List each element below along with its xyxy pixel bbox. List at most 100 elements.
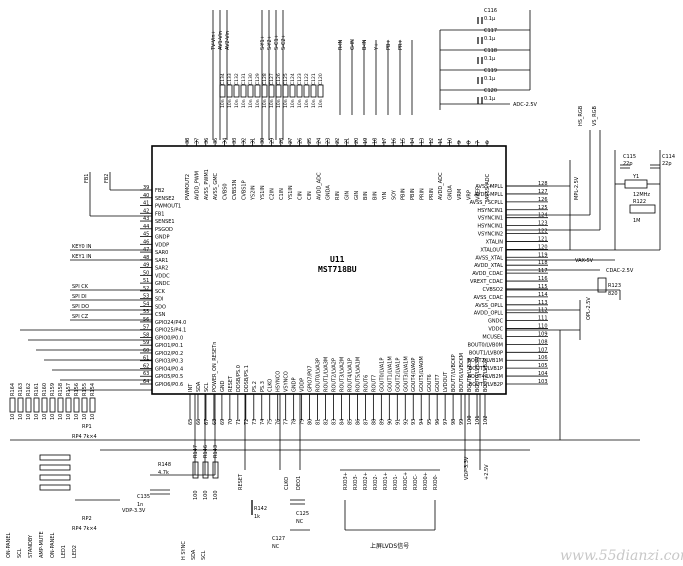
right-pin-name: BOUT1/LVB0P	[469, 350, 503, 356]
cdac-net: CDAC-2.5V	[606, 268, 634, 274]
top-cap-ref: C126	[276, 73, 282, 85]
left-pin-name: SCK	[155, 289, 166, 295]
fb2-net: FB2	[104, 174, 110, 184]
left-pin-number: 60	[143, 348, 149, 354]
chip-ref: U11	[330, 255, 345, 264]
bottom-pin-name: ROUT4/LVA1P	[347, 358, 353, 392]
bottom-pin-number: 69	[220, 419, 226, 425]
top-capacitor	[296, 84, 303, 98]
left-resistor	[89, 397, 96, 413]
decoupling-cap-ref: C118	[484, 48, 497, 54]
right-pin-name: AVSS_CDAC	[474, 295, 504, 301]
bottom-pin-number: 66	[196, 419, 202, 425]
lvds-net-label: RXO2-	[373, 474, 379, 490]
right-pin-name: VREXT_CDAC	[470, 279, 504, 285]
top-pin-number: 29	[269, 138, 275, 144]
left-pin-name: SDO	[155, 304, 166, 310]
lvds-net-label: RXOC-	[413, 474, 419, 490]
right-pin-name: HSYNCIN1	[477, 208, 503, 214]
left-resistor-ref: R162	[26, 383, 32, 396]
bottom-pin-number: 87	[363, 419, 369, 425]
bottom-pin-name: GOUT7	[435, 374, 441, 392]
left-resistor-ref: R160	[42, 383, 48, 396]
top-cap-ref: C134	[220, 73, 226, 85]
left-pin-name: VDDC	[155, 273, 170, 279]
top-pin-name: PRIN	[419, 188, 425, 200]
left-resistor-ref: R154	[90, 383, 96, 396]
left-resistor-value: 10	[50, 414, 56, 420]
bottom-pin-number: 85	[347, 419, 353, 425]
top-cap-ref: C130	[248, 73, 254, 85]
resistor-pack-element	[39, 454, 71, 461]
bottom-pin-number: 88	[371, 419, 377, 425]
top-capacitor	[254, 84, 261, 98]
top-cap-value: 10n	[255, 99, 261, 108]
bottom-pin-number: 71	[236, 419, 242, 425]
top-net-label: S-C2+	[281, 34, 287, 50]
bottom-pin-name: ROUT3/LVA2M	[339, 357, 345, 392]
right-pin-number: 120	[538, 244, 548, 250]
bottom-pin-number: 98	[451, 419, 457, 425]
left-pin-number: 59	[143, 340, 149, 346]
right-pin-name: AVDD_XTAL	[474, 263, 503, 269]
top-pin-number: 17	[382, 138, 388, 144]
lvds-net-label: RXO0+	[423, 472, 429, 490]
top-pin-number: 31	[251, 138, 257, 144]
right-pin-name: BOUT3/LVB1P	[469, 366, 503, 372]
top-pin-name: PBIN	[410, 188, 416, 200]
r148-value: 4.7k	[158, 470, 169, 476]
decoupling-cap-value: 0.1μ	[484, 56, 496, 62]
bottom-pin-number: 91	[395, 419, 401, 425]
c135-value: 1n	[137, 502, 143, 508]
bottom-pin-name: DDSB/PS.1	[244, 365, 250, 392]
r142-ref: R142	[254, 506, 267, 512]
top-pin-name: VRP	[466, 190, 472, 200]
bottom-pin-name: GPIO7/P07	[308, 365, 314, 392]
left-pin-number: 57	[143, 325, 149, 331]
mpl-net: MPL-2.5V	[574, 176, 580, 200]
top-cap-value: 10n	[227, 99, 233, 108]
bottom-pin-number: 100	[467, 415, 473, 425]
right-pin-number: 103	[538, 379, 548, 385]
left-pin-name: GPIO6/P0.6	[155, 382, 183, 388]
top-pin-number: 22	[335, 138, 341, 144]
top-net-label: S-C1+	[274, 34, 280, 50]
bottom-pin-name: INT	[188, 383, 194, 392]
top-cap-value: 10n	[234, 99, 240, 108]
right-pin-name: AVSS_OPLL	[475, 303, 503, 309]
lvds-net-label: RXO3-	[353, 474, 359, 490]
left-resistor-value: 10	[42, 414, 48, 420]
top-capacitor	[233, 84, 240, 98]
top-pin-name: C2IN	[269, 188, 275, 200]
top-pin-number: 25	[307, 138, 313, 144]
top-capacitor	[247, 84, 254, 98]
top-pin-name: YS1IN	[288, 185, 294, 201]
bottom-resistor-ref: R143	[213, 445, 219, 458]
top-pin-name: AVSS_GMC	[213, 172, 219, 200]
right-pin-name: AVDD_CDAC	[472, 271, 503, 277]
decoupling-cap-value: 0.1μ	[484, 36, 496, 42]
top-net-label: TV-Vin+	[211, 30, 217, 51]
top-cap-value: 10n	[311, 99, 317, 108]
bottom-pin-number: 95	[427, 419, 433, 425]
right-pin-number: 126	[538, 197, 548, 203]
bottom-pin-name: GNDP	[292, 378, 298, 392]
bottom-pin-number: 84	[339, 419, 345, 425]
bottom-pin-name: ROUT1/LVA3M	[324, 357, 330, 392]
left-resistor-ref: R158	[58, 383, 64, 396]
left-pin-name: GPIO3/P0.3	[155, 359, 183, 365]
bottom-pin-name: GOUT0/LVA1P	[379, 358, 385, 392]
right-pin-number: 112	[538, 308, 548, 314]
left-pin-name: FB1	[155, 211, 165, 217]
bottom-resistor	[202, 461, 209, 479]
left-resistor	[25, 397, 32, 413]
bottom-pin-name: PS.2	[252, 381, 258, 392]
bottom-pin-name: LVDOUT	[443, 371, 449, 392]
top-capacitor	[226, 84, 233, 98]
left-pin-number: 63	[143, 371, 149, 377]
right-pin-number: 118	[538, 260, 548, 266]
bottom-pin-name: VSYNCO	[284, 371, 290, 392]
left-pin-number: 46	[143, 239, 149, 245]
left-resistor	[65, 397, 72, 413]
left-pin-number: 42	[143, 208, 149, 214]
